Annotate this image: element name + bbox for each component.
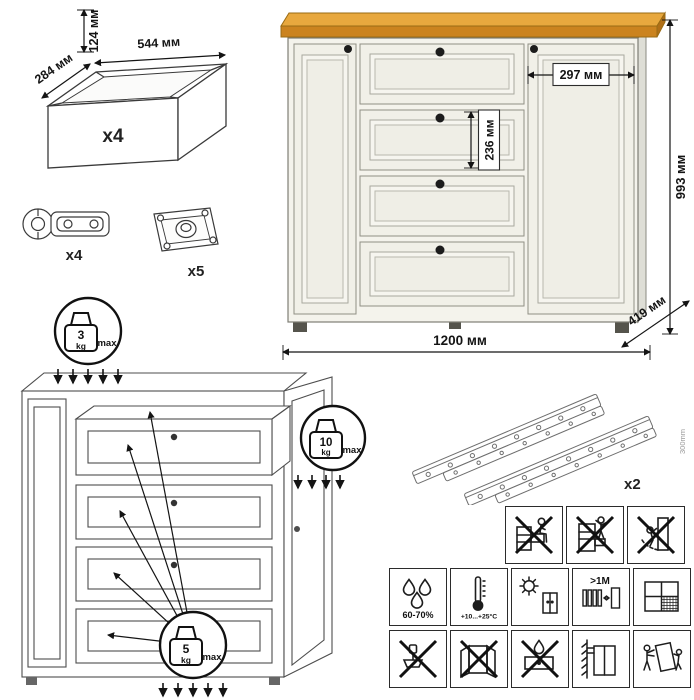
warning-icons-row-1 <box>505 506 685 564</box>
left-door <box>293 43 357 315</box>
drawer-box-quantity: x4 <box>102 126 124 147</box>
drawer-slide-1 <box>412 393 605 484</box>
left-door-knob <box>344 45 352 53</box>
no-sharp-tools-icon <box>398 639 438 679</box>
door-load-unit: kg <box>321 448 330 457</box>
prohibition-x <box>398 639 438 679</box>
care-icon-wall-anchor <box>572 630 630 688</box>
no-sitting-on-open-drawer-icon <box>514 515 554 555</box>
top-load-value: 3 <box>78 328 85 342</box>
care-icon-no-moisture <box>511 630 569 688</box>
load-limit-door: 10 kg max <box>293 404 367 490</box>
dresser-drawing <box>280 11 666 333</box>
humidity-icon: 60-70% <box>402 578 434 620</box>
prohibition-x <box>520 639 560 679</box>
humidity-value: 60-70% <box>402 610 433 620</box>
dresser-dimensions <box>281 18 690 360</box>
hinge-drawing <box>22 208 110 240</box>
right-door <box>527 43 635 315</box>
hardware-diagram: x4 x5 <box>22 207 219 280</box>
care-icon-ventilation <box>633 568 691 626</box>
care-icon-no-door-load <box>450 630 508 688</box>
heat-distance-icon: >1M <box>582 576 621 609</box>
open-top-drawer <box>74 405 292 420</box>
dresser-diagram: 297 мм 236 мм 993 мм 1200 мм 419 мм <box>280 11 690 360</box>
care-icon-two-person-carry <box>633 630 691 688</box>
drawer-box-dimensions <box>41 8 227 99</box>
no-excess-water-icon <box>520 639 560 679</box>
dim-dresser-height: 993 мм <box>673 155 688 200</box>
care-icon-sunlight <box>511 568 569 626</box>
drawer-load-unit: kg <box>181 655 191 665</box>
slide-length: 300mm <box>678 429 687 454</box>
load-limit-top-surface: 3 kg max <box>53 296 123 385</box>
drawer-box-diagram: x4 124 мм 544 мм 284 мм <box>32 8 229 169</box>
prohibition-x <box>575 515 615 555</box>
no-weight-on-open-doors-icon <box>459 639 499 679</box>
weight-icon <box>70 312 92 326</box>
no-climbing-on-drawers-icon <box>575 515 615 555</box>
drawer-load-value: 5 <box>183 642 190 656</box>
weight-icon <box>315 419 337 433</box>
load-limit-drawer: 5 kg max <box>158 610 228 698</box>
dim-dresser-width: 1200 мм <box>433 333 487 348</box>
wood-top-surface <box>280 12 666 27</box>
dim-drawer-width: 544 мм <box>137 35 181 52</box>
care-icon-no-hanging <box>627 506 685 564</box>
drawer-box-drawing <box>45 62 229 169</box>
carry-with-two-people-icon <box>643 641 683 673</box>
protect-from-sunlight-icon <box>519 576 558 614</box>
plate-quantity: x5 <box>188 263 205 280</box>
top-load-unit: kg <box>76 341 86 351</box>
drawer-slide-2 <box>464 415 657 505</box>
prohibition-x <box>459 639 499 679</box>
ventilated-room-icon <box>644 581 679 612</box>
right-door-knob <box>530 45 538 53</box>
care-icon-temperature: +10...+25°C <box>450 568 508 626</box>
wood-top-edge <box>280 25 658 38</box>
drawer-front-3 <box>359 175 525 237</box>
no-hanging-on-door-icon <box>636 515 676 555</box>
drawer-knob <box>435 179 445 189</box>
dim-door-width: 297 мм <box>560 68 603 82</box>
dim-drawer-front-height: 236 мм <box>483 119 497 160</box>
drawer-knob <box>435 113 445 123</box>
door-load-value: 10 <box>320 437 333 449</box>
attach-to-wall-icon <box>581 639 616 679</box>
prohibition-x <box>636 515 676 555</box>
care-icon-no-climbing <box>566 506 624 564</box>
care-icons-row-2: 60-70% +10...+25°C <box>389 568 691 626</box>
care-icon-no-scraper <box>389 630 447 688</box>
top-load-max: max <box>97 338 117 349</box>
care-icon-heat-distance: >1M <box>572 568 630 626</box>
dim-drawer-depth: 284 мм <box>32 51 75 87</box>
drawer-knob <box>435 47 445 57</box>
heat-distance-value: >1M <box>590 576 610 587</box>
drawer-load-max: max <box>202 652 222 663</box>
slides-quantity: x2 <box>624 476 641 493</box>
drawer-knob <box>435 245 445 255</box>
mount-plate-drawing <box>153 207 219 252</box>
hinge-quantity: x4 <box>66 247 83 264</box>
temperature-icon: +10...+25°C <box>461 576 497 621</box>
prohibition-x <box>514 515 554 555</box>
load-limits-diagram: 3 kg max 10 kg max <box>20 296 367 698</box>
care-icon-humidity: 60-70% <box>389 568 447 626</box>
care-icon-no-sitting <box>505 506 563 564</box>
dim-drawer-height: 124 мм <box>87 10 101 53</box>
temperature-value: +10...+25°C <box>461 613 497 621</box>
care-icons-row-3 <box>389 630 691 688</box>
drawer-front-4 <box>359 241 525 307</box>
slides-diagram: x2 300mm <box>412 393 687 505</box>
drawer-front-1 <box>359 43 525 105</box>
weight-icon <box>175 626 197 640</box>
door-load-max: max <box>342 445 362 456</box>
